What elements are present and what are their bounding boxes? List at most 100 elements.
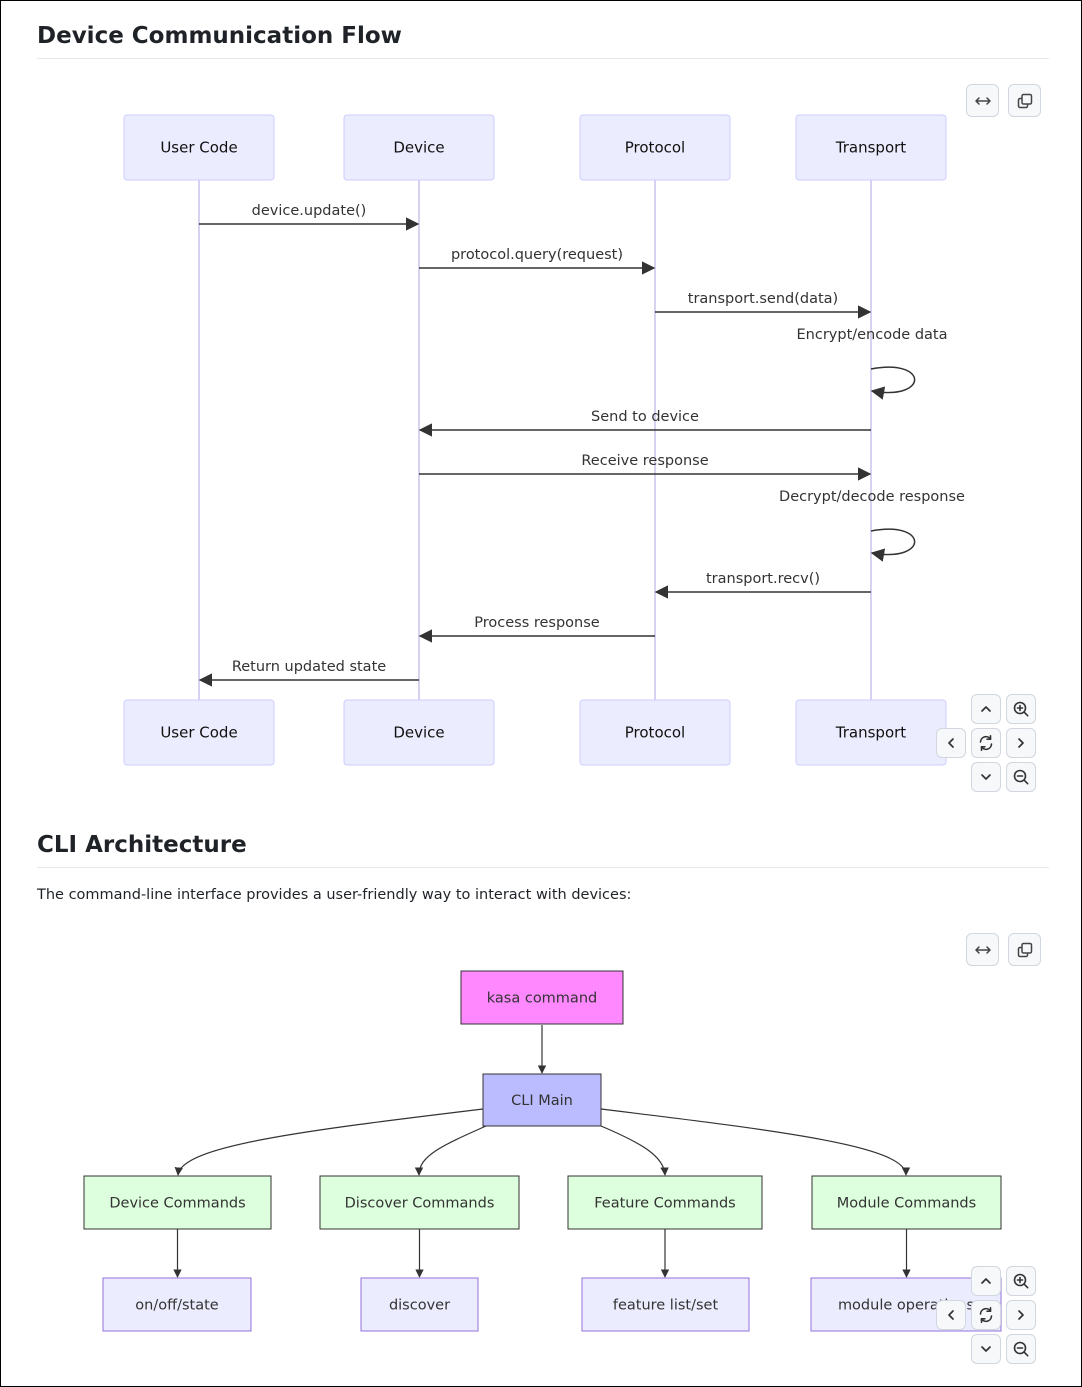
pan-left-button[interactable] — [936, 1300, 966, 1330]
expand-button[interactable] — [966, 933, 999, 966]
zoom-in-button[interactable] — [1006, 1266, 1036, 1296]
chevron-down-icon — [981, 1346, 991, 1352]
zoom-in-icon — [1013, 701, 1029, 717]
participant-transport-bottom: Transport — [795, 699, 947, 766]
node-discover: discover — [360, 1277, 479, 1332]
participant-user-code-bottom: User Code — [123, 699, 275, 766]
zoom-in-icon — [1013, 1273, 1029, 1289]
svg-text:Receive response: Receive response — [581, 453, 708, 469]
svg-text:User Code: User Code — [160, 724, 237, 742]
svg-text:Feature Commands: Feature Commands — [594, 1196, 735, 1212]
chevron-left-icon — [948, 1310, 954, 1320]
pan-down-button[interactable] — [971, 1334, 1001, 1364]
participant-device-top: Device — [343, 114, 495, 181]
copy-button[interactable] — [1008, 84, 1041, 117]
svg-text:Module Commands: Module Commands — [837, 1196, 976, 1212]
message-3: transport.send(data) — [655, 291, 872, 319]
pan-right-button[interactable] — [1006, 728, 1036, 758]
svg-text:Device: Device — [393, 724, 444, 742]
svg-text:Device: Device — [393, 139, 444, 157]
pan-right-button[interactable] — [1006, 1300, 1036, 1330]
pan-up-button[interactable] — [971, 694, 1001, 724]
svg-text:transport.recv(): transport.recv() — [706, 571, 820, 587]
svg-text:User Code: User Code — [160, 139, 237, 157]
copy-button[interactable] — [1008, 933, 1041, 966]
participant-protocol-top: Protocol — [579, 114, 731, 181]
section-title-cli-architecture: CLI Architecture — [37, 832, 247, 858]
svg-text:Protocol: Protocol — [625, 139, 685, 157]
section-title-device-communication-flow: Device Communication Flow — [37, 23, 402, 49]
edge-main-to-group-3 — [600, 1125, 669, 1176]
reset-view-button[interactable] — [971, 1300, 1001, 1330]
participant-protocol-bottom: Protocol — [579, 699, 731, 766]
edge-main-to-group-4 — [600, 1108, 911, 1176]
node-kasa-command: kasa command — [460, 970, 624, 1025]
node-device-commands: Device Commands — [83, 1175, 272, 1230]
svg-text:Discover Commands: Discover Commands — [345, 1196, 495, 1212]
reset-icon — [979, 735, 993, 751]
pan-down-button[interactable] — [971, 762, 1001, 792]
svg-text:discover: discover — [389, 1298, 450, 1314]
node-feature-commands: Feature Commands — [567, 1175, 763, 1230]
expand-horizontal-icon — [974, 96, 991, 105]
chevron-right-icon — [1018, 1310, 1024, 1320]
svg-text:Protocol: Protocol — [625, 724, 685, 742]
node-module-commands: Module Commands — [811, 1175, 1002, 1230]
svg-text:Transport: Transport — [835, 724, 907, 742]
copy-icon — [1017, 942, 1032, 957]
zoom-out-icon — [1013, 769, 1029, 785]
svg-text:CLI Main: CLI Main — [511, 1093, 573, 1109]
chevron-up-icon — [981, 1278, 991, 1284]
node-on-off-state: on/off/state — [102, 1277, 252, 1332]
svg-text:Decrypt/decode response: Decrypt/decode response — [779, 489, 965, 505]
svg-text:transport.send(data): transport.send(data) — [688, 291, 838, 307]
pan-up-button[interactable] — [971, 1266, 1001, 1296]
message-1: device.update() — [199, 203, 420, 231]
expand-button[interactable] — [966, 84, 999, 117]
copy-icon — [1017, 93, 1032, 108]
zoom-in-button[interactable] — [1006, 694, 1036, 724]
node-discover-commands: Discover Commands — [319, 1175, 520, 1230]
svg-text:kasa command: kasa command — [487, 991, 597, 1007]
chevron-up-icon — [981, 706, 991, 712]
svg-text:Device Commands: Device Commands — [109, 1196, 245, 1212]
zoom-out-button[interactable] — [1006, 762, 1036, 792]
message-2: protocol.query(request) — [419, 247, 656, 275]
svg-text:Encrypt/encode data: Encrypt/encode data — [797, 327, 948, 343]
edge-main-to-group-2 — [414, 1125, 487, 1176]
expand-horizontal-icon — [974, 945, 991, 954]
svg-text:feature list/set: feature list/set — [613, 1298, 719, 1314]
participant-device-bottom: Device — [343, 699, 495, 766]
svg-text:on/off/state: on/off/state — [135, 1298, 219, 1314]
message-8: transport.recv() — [654, 571, 871, 599]
message-5: Send to device — [418, 409, 871, 437]
reset-view-button[interactable] — [971, 728, 1001, 758]
node-cli-main: CLI Main — [482, 1073, 602, 1127]
message-9: Process response — [418, 615, 655, 643]
message-10: Return updated state — [198, 659, 419, 687]
message-7: Decrypt/decode response — [779, 489, 965, 562]
svg-text:Send to device: Send to device — [591, 409, 699, 425]
message-6: Receive response — [419, 453, 872, 481]
edge-main-to-group-1 — [174, 1108, 484, 1176]
message-4: Encrypt/encode data — [797, 327, 948, 400]
chevron-left-icon — [948, 738, 954, 748]
svg-text:Return updated state: Return updated state — [232, 659, 386, 675]
chevron-right-icon — [1018, 738, 1024, 748]
zoom-out-icon — [1013, 1341, 1029, 1357]
svg-text:protocol.query(request): protocol.query(request) — [451, 247, 623, 263]
participant-transport-top: Transport — [795, 114, 947, 181]
svg-text:Process response: Process response — [474, 615, 600, 631]
section-divider — [37, 58, 1049, 59]
section-divider — [37, 867, 1049, 868]
node-module-operations: module operations — [810, 1277, 1002, 1332]
reset-icon — [979, 1307, 993, 1323]
participant-user-code-top: User Code — [123, 114, 275, 181]
chevron-down-icon — [981, 774, 991, 780]
pan-left-button[interactable] — [936, 728, 966, 758]
zoom-out-button[interactable] — [1006, 1334, 1036, 1364]
cli-intro-text: The command-line interface provides a us… — [37, 887, 632, 903]
